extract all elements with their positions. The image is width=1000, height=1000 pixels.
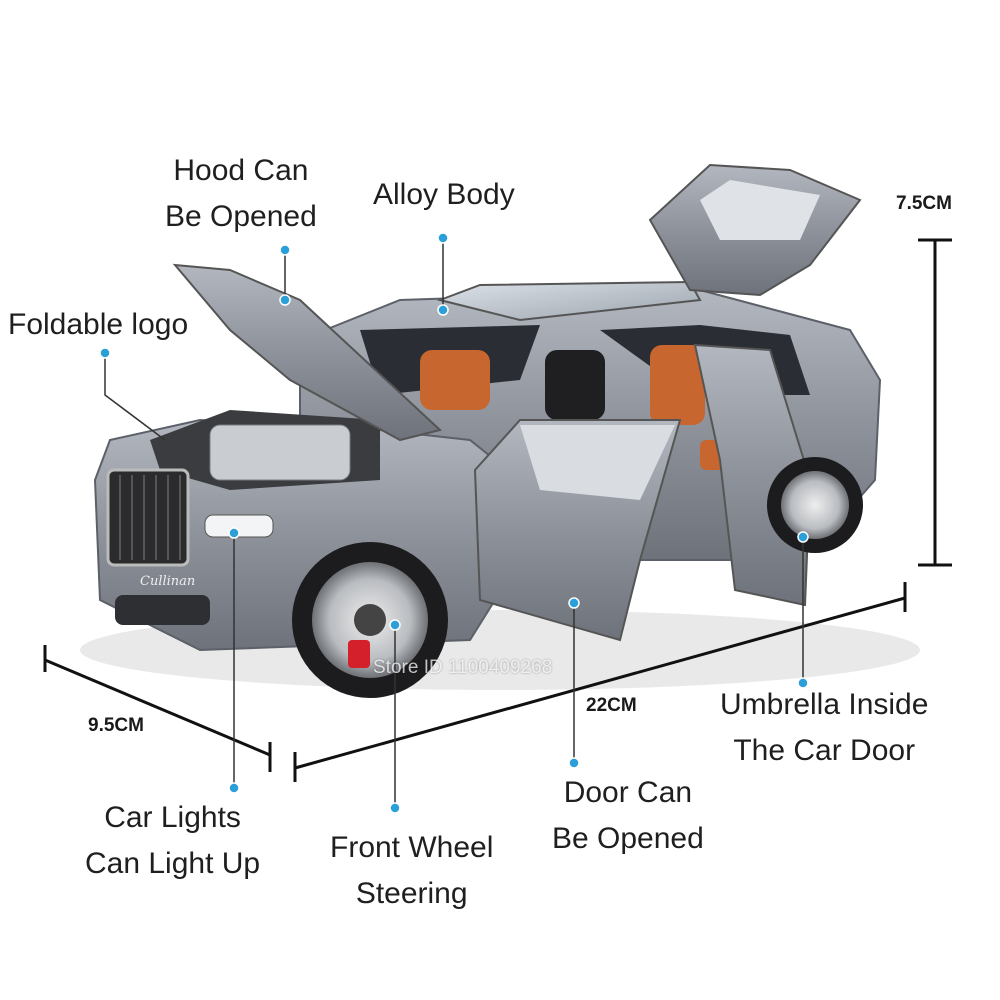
callout-logo-line1: Foldable logo xyxy=(8,308,189,341)
callout-alloy-line1: Alloy Body xyxy=(373,178,515,211)
engine xyxy=(209,424,351,481)
callout-umbrella-line2: The Car Door xyxy=(733,734,916,767)
callout-door: Door Can Be Opened xyxy=(552,770,704,862)
door-window xyxy=(520,425,675,500)
callout-umbrella-line1: Umbrella Inside xyxy=(720,688,929,721)
callout-umbrella: Umbrella Inside The Car Door xyxy=(720,682,928,774)
front-wheel xyxy=(292,542,448,698)
open-rear-door xyxy=(693,343,812,607)
callout-door-line2: Be Opened xyxy=(552,822,704,855)
callout-lights-line2: Can Light Up xyxy=(85,847,261,880)
callout-leaders xyxy=(104,238,804,808)
rear-wheel xyxy=(767,457,863,553)
open-hood xyxy=(172,263,443,442)
store-watermark: Store ID 1100409268 xyxy=(373,657,553,678)
callout-car-lights: Car Lights Can Light Up xyxy=(85,795,260,887)
callout-lights-line1: Car Lights xyxy=(104,801,241,834)
rear-seat xyxy=(650,345,705,425)
callout-hood-line2: Be Opened xyxy=(165,200,317,233)
callout-foldable-logo: Foldable logo xyxy=(8,302,188,348)
callout-wheel-line1: Front Wheel xyxy=(330,831,494,864)
dimension-length: 22CM xyxy=(586,695,637,716)
seat-dark xyxy=(545,350,605,420)
callout-door-line1: Door Can xyxy=(563,776,693,809)
callout-wheel-line2: Steering xyxy=(355,877,468,910)
front-seat xyxy=(420,350,490,410)
dimension-width: 9.5CM xyxy=(88,715,144,736)
callout-hood: Hood Can Be Opened xyxy=(165,148,317,240)
callout-hood-line1: Hood Can xyxy=(173,154,309,187)
headlight xyxy=(204,514,274,538)
callout-dots xyxy=(99,232,809,814)
callout-alloy-body: Alloy Body xyxy=(373,172,515,218)
callout-front-wheel: Front Wheel Steering xyxy=(330,825,493,917)
tailgate-glass xyxy=(700,180,820,240)
grille-badge: Cullinan xyxy=(140,574,195,589)
dimension-height: 7.5CM xyxy=(896,193,952,214)
lower-grille xyxy=(115,595,210,625)
